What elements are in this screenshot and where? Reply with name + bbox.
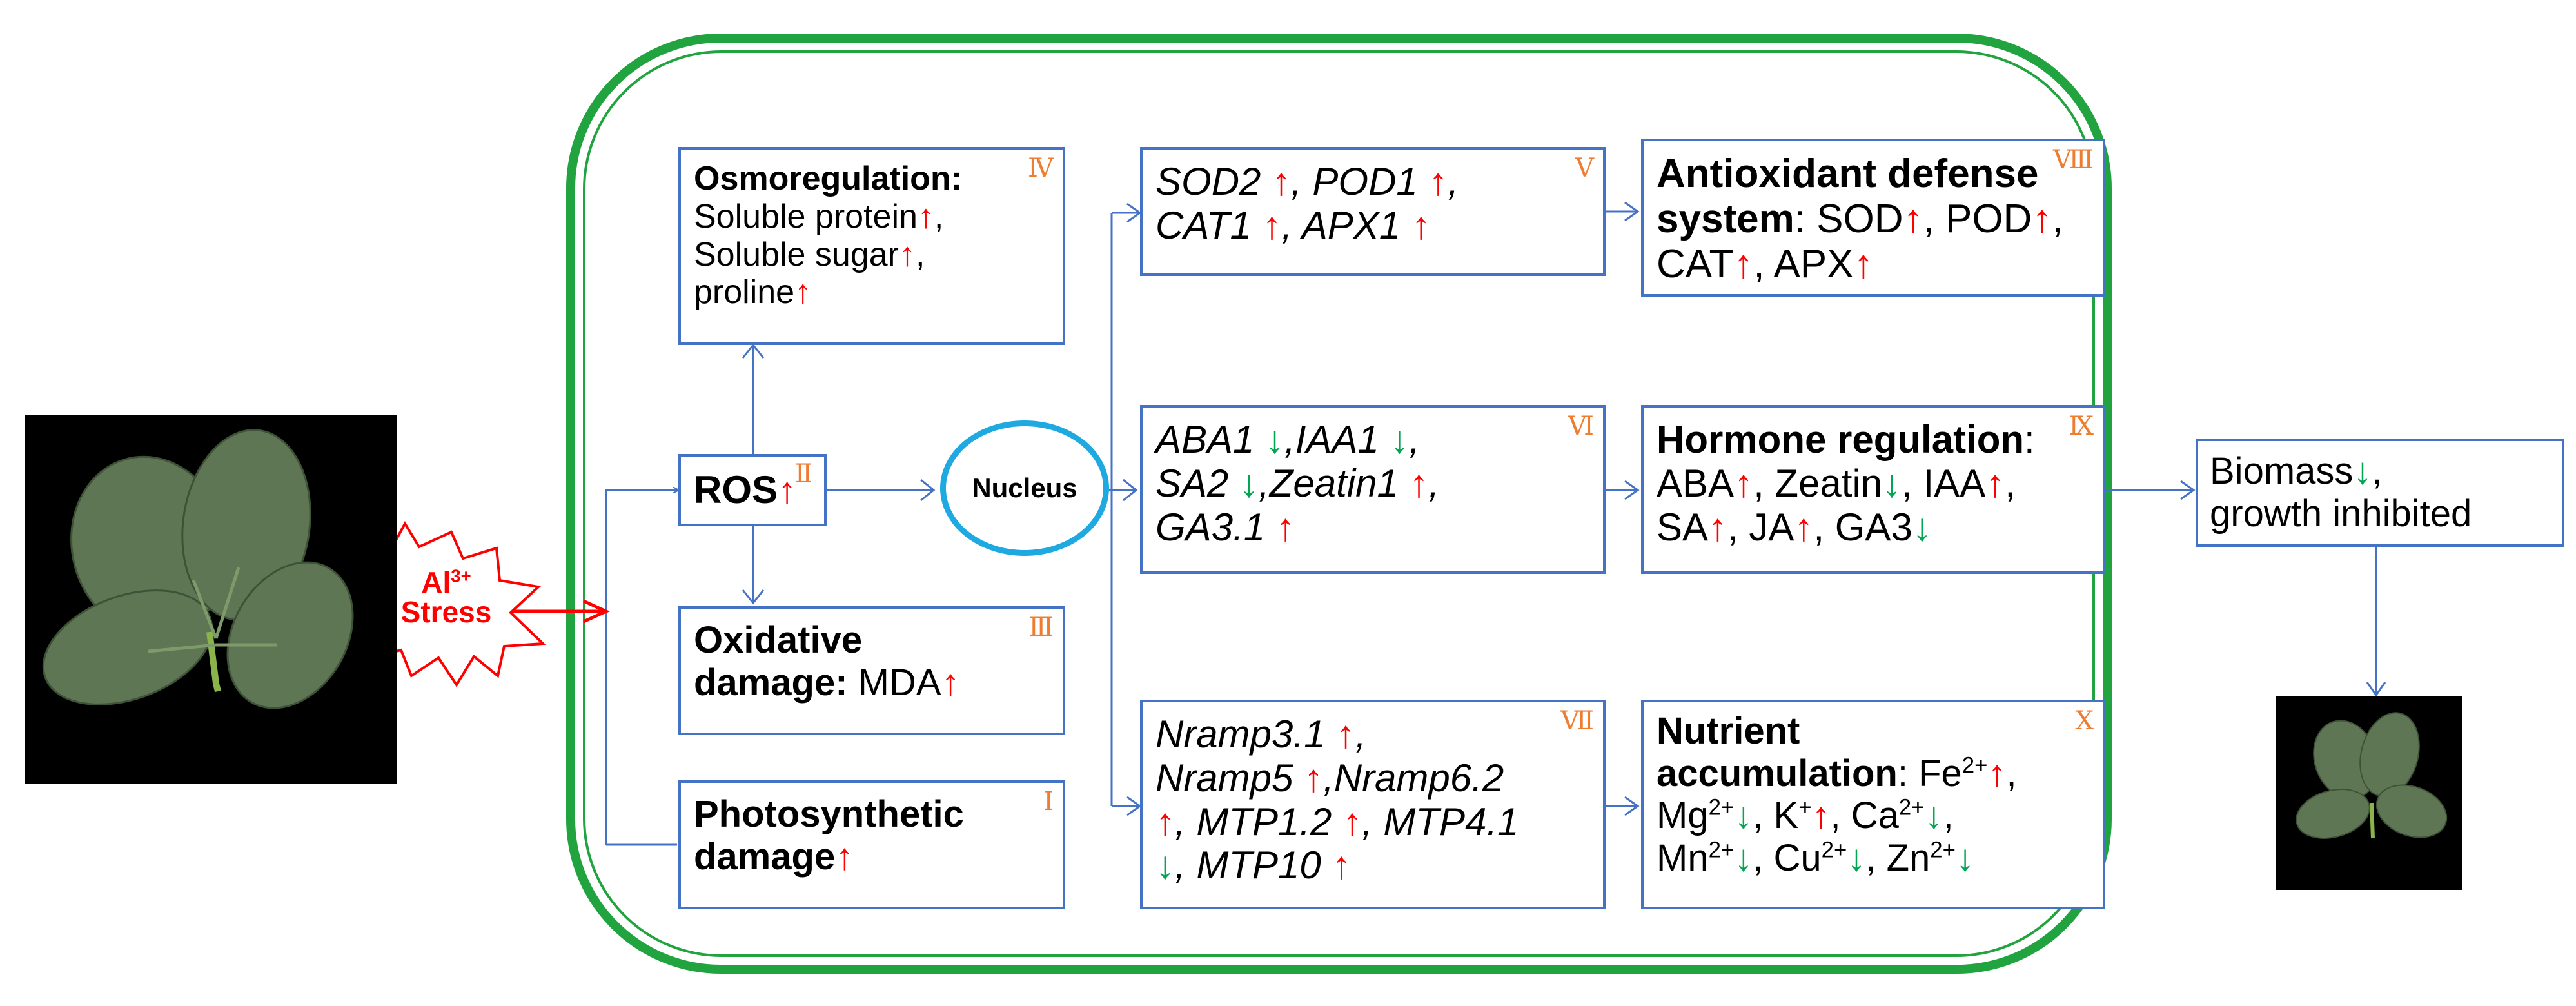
- oxidative-damage-box: Ⅲ Oxidative damage: MDA↑: [678, 606, 1065, 735]
- leaf-small-graphic: [2276, 696, 2462, 890]
- antioxidant-genes-box: Ⅴ SOD2 ↑, POD1 ↑, CAT1 ↑, APX1 ↑: [1140, 147, 1606, 276]
- nutrient-accumulation-box: Ⅹ Nutrient accumulation: Fe2+↑, Mg2+↓, K…: [1641, 700, 2105, 909]
- hormone-regulation-box: Ⅸ Hormone regulation: ABA↑, Zeatin↓, IAA…: [1641, 405, 2105, 574]
- transporter-genes-box: Ⅶ Nramp3.1 ↑, Nramp5 ↑,Nramp6.2 ↑, MTP1.…: [1140, 700, 1606, 909]
- antioxidant-defense-box: Ⅷ Antioxidant defense system: SOD↑, POD↑…: [1641, 139, 2105, 297]
- nucleus-node: Nucleus: [940, 420, 1109, 556]
- photosynthetic-damage-box: Ⅰ Photosynthetic damage↑: [678, 780, 1065, 909]
- osmoregulation-box: Ⅳ Osmoregulation: Soluble protein↑, Solu…: [678, 147, 1065, 345]
- stress-label: Al3+ Stress: [400, 566, 492, 629]
- hormone-genes-box: Ⅵ ABA1 ↓,IAA1 ↓, SA2 ↓,Zeatin1 ↑, GA3.1 …: [1140, 405, 1606, 574]
- ros-box: ROS↑ Ⅱ: [678, 454, 827, 526]
- biomass-outcome-box: Biomass↓, growth inhibited: [2196, 439, 2564, 547]
- leaf-large-graphic: [25, 415, 397, 784]
